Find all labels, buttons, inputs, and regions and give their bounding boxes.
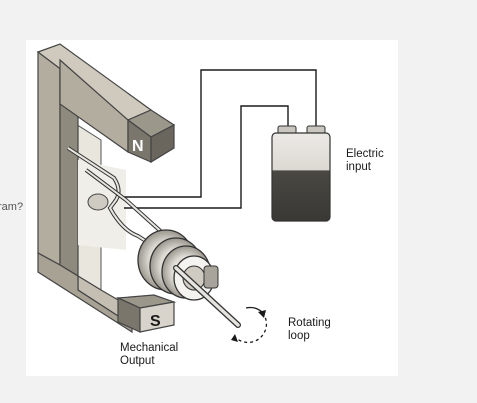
mechanical-output-label: Mechanical Output bbox=[120, 342, 179, 367]
horseshoe-magnet bbox=[36, 43, 177, 334]
south-pole-label: S bbox=[150, 313, 161, 330]
battery bbox=[271, 125, 331, 222]
rotating-loop bbox=[66, 146, 196, 274]
rotating-loop-label: Rotating loop bbox=[288, 317, 331, 342]
output-shaft bbox=[173, 265, 241, 328]
circuit-wires bbox=[118, 69, 317, 209]
rotation-arrow-icon bbox=[231, 306, 268, 344]
electric-input-label: Electric input bbox=[346, 148, 384, 173]
commutator bbox=[137, 229, 219, 301]
diagram-panel: N S bbox=[26, 40, 398, 376]
electric-motor-diagram: N S bbox=[36, 43, 331, 344]
cropped-question-text: ram? bbox=[0, 201, 24, 213]
north-pole-label: N bbox=[132, 138, 144, 155]
